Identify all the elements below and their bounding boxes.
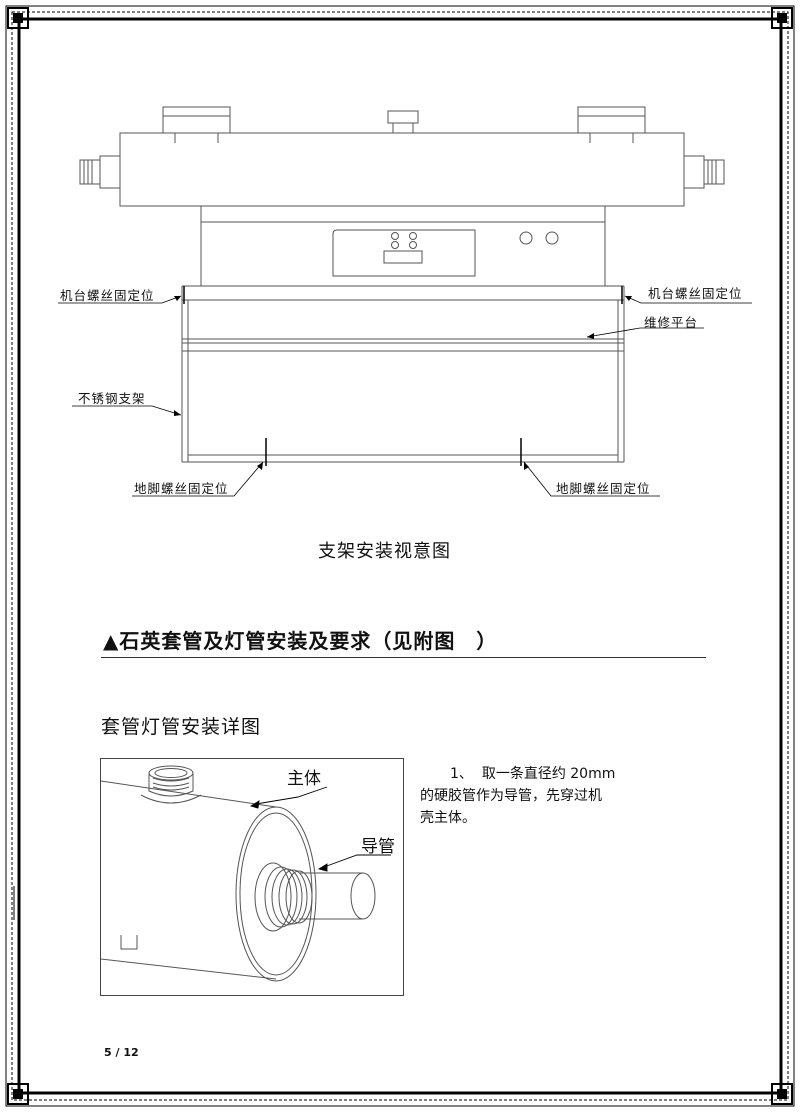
step-1-text: 1、 取一条直径约 20mm 的硬胶管作为导管，先穿过机 壳主体。	[420, 763, 680, 829]
step-1-number: 1、	[450, 766, 473, 782]
label-main-body: 主体	[287, 769, 321, 789]
corner-ornament-tl-icon	[7, 7, 29, 29]
detail-title: 套管灯管安装详图	[101, 716, 262, 738]
step-1-line-1: 取一条直径约 20mm	[481, 766, 616, 782]
section-heading: ▲石英套管及灯管安装及要求（见附图 ）	[103, 625, 497, 654]
label-foot-screw-left: 地脚螺丝固定位	[134, 481, 229, 496]
label-stainless-stand: 不锈钢支架	[78, 391, 146, 406]
page-number: 5 / 12	[104, 1046, 139, 1059]
label-guide-tube: 导管	[361, 837, 395, 857]
corner-ornament-bl-icon	[7, 1083, 29, 1105]
diagram-caption: 支架安装视意图	[318, 541, 451, 562]
step-1-line-2: 的硬胶管作为导管，先穿过机	[420, 788, 602, 804]
corner-ornament-br-icon	[771, 1083, 793, 1105]
label-machine-screw-right: 机台螺丝固定位	[648, 286, 743, 301]
triangle-marker-icon: ▲	[103, 629, 120, 653]
sleeve-lamp-detail-figure: 主体 导管	[100, 758, 404, 996]
section-heading-text: 石英套管及灯管安装及要求（见附图 ）	[119, 629, 498, 653]
label-foot-screw-right: 地脚螺丝固定位	[556, 481, 651, 496]
label-machine-screw-left: 机台螺丝固定位	[60, 288, 155, 303]
corner-ornament-tr-icon	[771, 7, 793, 29]
step-1-line-3: 壳主体。	[420, 810, 476, 826]
label-maintenance-platform: 维修平台	[644, 315, 699, 330]
sleeve-lamp-drawing	[101, 765, 391, 982]
section-divider	[101, 657, 706, 658]
